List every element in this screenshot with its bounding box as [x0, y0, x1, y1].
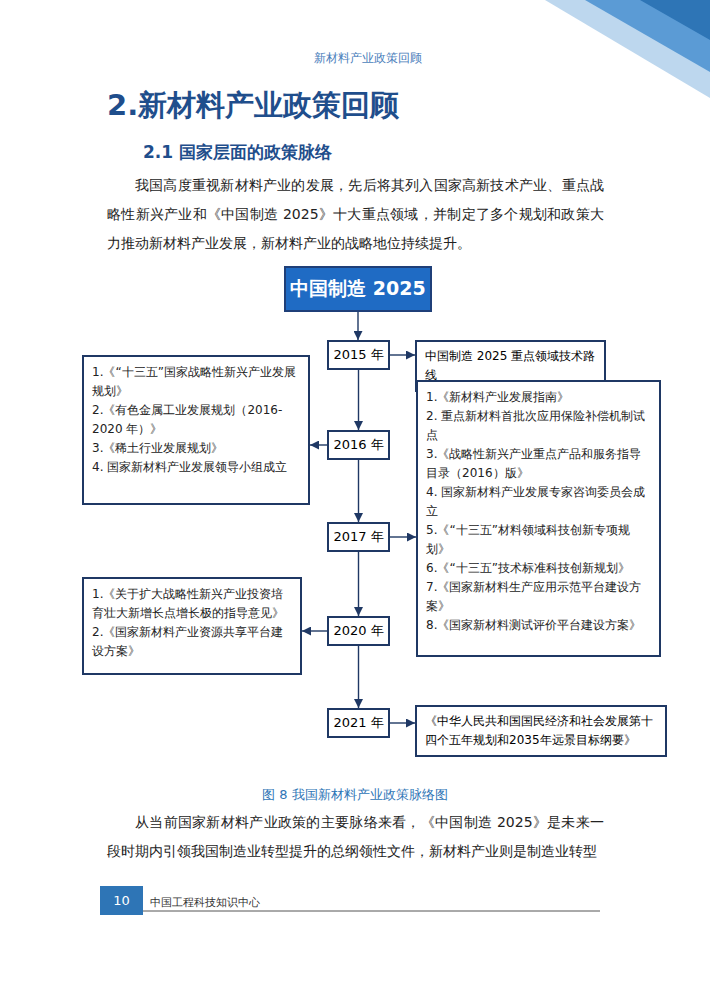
node-text: 2.《有色金属工业发展规划（2016-2020 年）》 [92, 401, 300, 439]
page-title: 2.新材料产业政策回顾 [107, 86, 399, 126]
year-box: 2021 年 [327, 708, 390, 738]
footer-rule [143, 911, 600, 912]
connector-arrow [358, 460, 359, 522]
policy-list-box: 1.《“十三五”国家战略性新兴产业发展规划》2.《有色金属工业发展规划（2016… [82, 355, 310, 505]
year-box: 2016 年 [327, 430, 390, 460]
connector-arrow [357, 312, 358, 340]
node-text: 6.《“十三五”技术标准科技创新规划》 [426, 559, 651, 578]
node-text: 4. 国家新材料产业发展领导小组成立 [92, 458, 300, 477]
connector-arrow [390, 354, 415, 355]
connector-arrow [358, 370, 359, 430]
year-box: 2020 年 [327, 616, 390, 646]
node-text: 2015 年 [333, 346, 383, 364]
node-text: 5.《“十三五”材料领域科技创新专项规划》 [426, 521, 651, 559]
node-text: 7.《国家新材料生产应用示范平台建设方案》 [426, 578, 651, 616]
node-text: 1.《新材料产业发展指南》 [426, 388, 651, 407]
node-text: 2. 重点新材料首批次应用保险补偿机制试点 [426, 407, 651, 445]
node-text: 《中华人民共和国国民经济和社会发展第十四个五年规划和2035年远景目标纲要》 [425, 712, 657, 750]
corner-band [585, 0, 710, 72]
section-heading: 2.1 国家层面的政策脉络 [143, 141, 332, 164]
node-text: 2021 年 [333, 714, 383, 732]
connector-arrow [310, 444, 327, 445]
policy-box: 《中华人民共和国国民经济和社会发展第十四个五年规划和2035年远景目标纲要》 [415, 705, 667, 757]
node-text: 3.《稀土行业发展规划》 [92, 439, 300, 458]
node-text: 8.《国家新材料测试评价平台建设方案》 [426, 616, 651, 635]
node-text: 中国制造 2025 [290, 276, 426, 302]
corner-band [545, 0, 710, 98]
figure-caption: 图 8 我国新材料产业政策脉络图 [0, 786, 710, 804]
node-text: 1.《“十三五”国家战略性新兴产业发展规划》 [92, 363, 300, 401]
connector-arrow [358, 646, 359, 708]
connector-arrow [302, 630, 327, 631]
node-text: 2.《国家新材料产业资源共享平台建设方案》 [92, 623, 292, 661]
page-number-block [100, 886, 143, 915]
title-box: 中国制造 2025 [284, 266, 432, 312]
policy-list-box: 1.《关于扩大战略性新兴产业投资培育壮大新增长点增长极的指导意见》2.《国家新材… [82, 577, 302, 675]
year-box: 2015 年 [327, 340, 390, 370]
connector-arrow [390, 722, 415, 723]
node-text: 2016 年 [333, 436, 383, 454]
footer-text: 中国工程科技知识中心 [150, 895, 260, 910]
node-text: 3.《战略性新兴产业重点产品和服务指导目录（2016）版》 [426, 445, 651, 483]
node-text: 4. 国家新材料产业发展专家咨询委员会成立 [426, 483, 651, 521]
body-paragraph: 我国高度重视新材料产业的发展，先后将其列入国家高新技术产业、重点战略性新兴产业和… [107, 171, 604, 258]
node-text: 2020 年 [333, 622, 383, 640]
connector-arrow [358, 552, 359, 616]
node-text: 1.《关于扩大战略性新兴产业投资培育壮大新增长点增长极的指导意见》 [92, 585, 292, 623]
node-text: 2017 年 [333, 528, 383, 546]
page-number: 10 [100, 893, 143, 908]
running-header: 新材料产业政策回顾 [0, 50, 710, 67]
connector-arrow [390, 536, 416, 537]
year-box: 2017 年 [327, 522, 390, 552]
body-paragraph: 从当前国家新材料产业政策的主要脉络来看，《中国制造 2025》是未来一段时期内引… [107, 808, 604, 866]
corner-band [640, 0, 710, 40]
policy-list-box: 1.《新材料产业发展指南》2. 重点新材料首批次应用保险补偿机制试点3.《战略性… [416, 380, 661, 657]
